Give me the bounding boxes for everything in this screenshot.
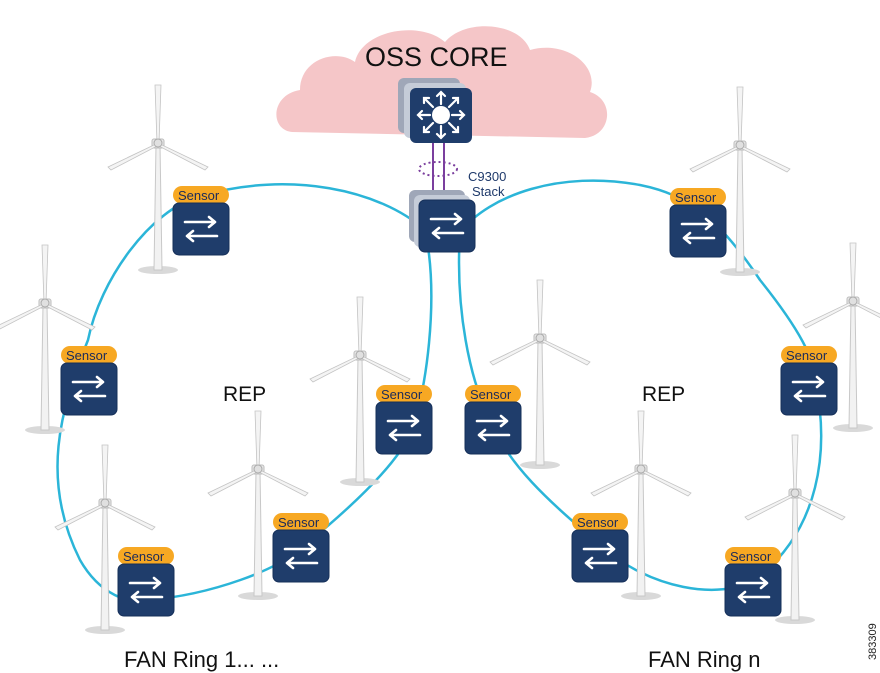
sensor-switch: Sensor <box>374 385 434 456</box>
sensor-label: Sensor <box>675 190 717 205</box>
sensor-switch: Sensor <box>59 346 119 417</box>
sensor-switch: Sensor <box>171 186 231 257</box>
stack-label-line2: Stack <box>472 184 505 199</box>
sensor-label: Sensor <box>66 348 108 363</box>
figure-code: 383309 <box>867 623 879 660</box>
c9300-stack-switch-icon <box>409 190 477 254</box>
rep-label-right: REP <box>642 383 685 406</box>
sensor-label: Sensor <box>123 549 165 564</box>
sensor-label: Sensor <box>786 348 828 363</box>
stack-label-line1: C9300 <box>468 169 506 184</box>
rep-label-left: REP <box>223 383 266 406</box>
ring-name-left: FAN Ring 1... ... <box>124 647 279 672</box>
sensor-label: Sensor <box>577 515 619 530</box>
sensor-switch: Sensor <box>570 513 630 584</box>
ring-name-right: FAN Ring n <box>648 647 761 672</box>
sensor-label: Sensor <box>730 549 772 564</box>
sensor-switch: Sensor <box>116 547 176 618</box>
sensor-switch: Sensor <box>463 385 523 456</box>
sensor-switch: Sensor <box>271 513 331 584</box>
sensor-label: Sensor <box>278 515 320 530</box>
stack-uplink <box>418 143 458 192</box>
cloud-title: OSS CORE <box>365 42 508 72</box>
core-switch-icon <box>398 78 472 143</box>
sensor-label: Sensor <box>470 387 512 402</box>
sensor-switch: Sensor <box>779 346 839 417</box>
sensor-switch: Sensor <box>668 188 728 259</box>
sensor-label: Sensor <box>381 387 423 402</box>
sensor-label: Sensor <box>178 188 220 203</box>
sensor-switch: Sensor <box>723 547 783 618</box>
